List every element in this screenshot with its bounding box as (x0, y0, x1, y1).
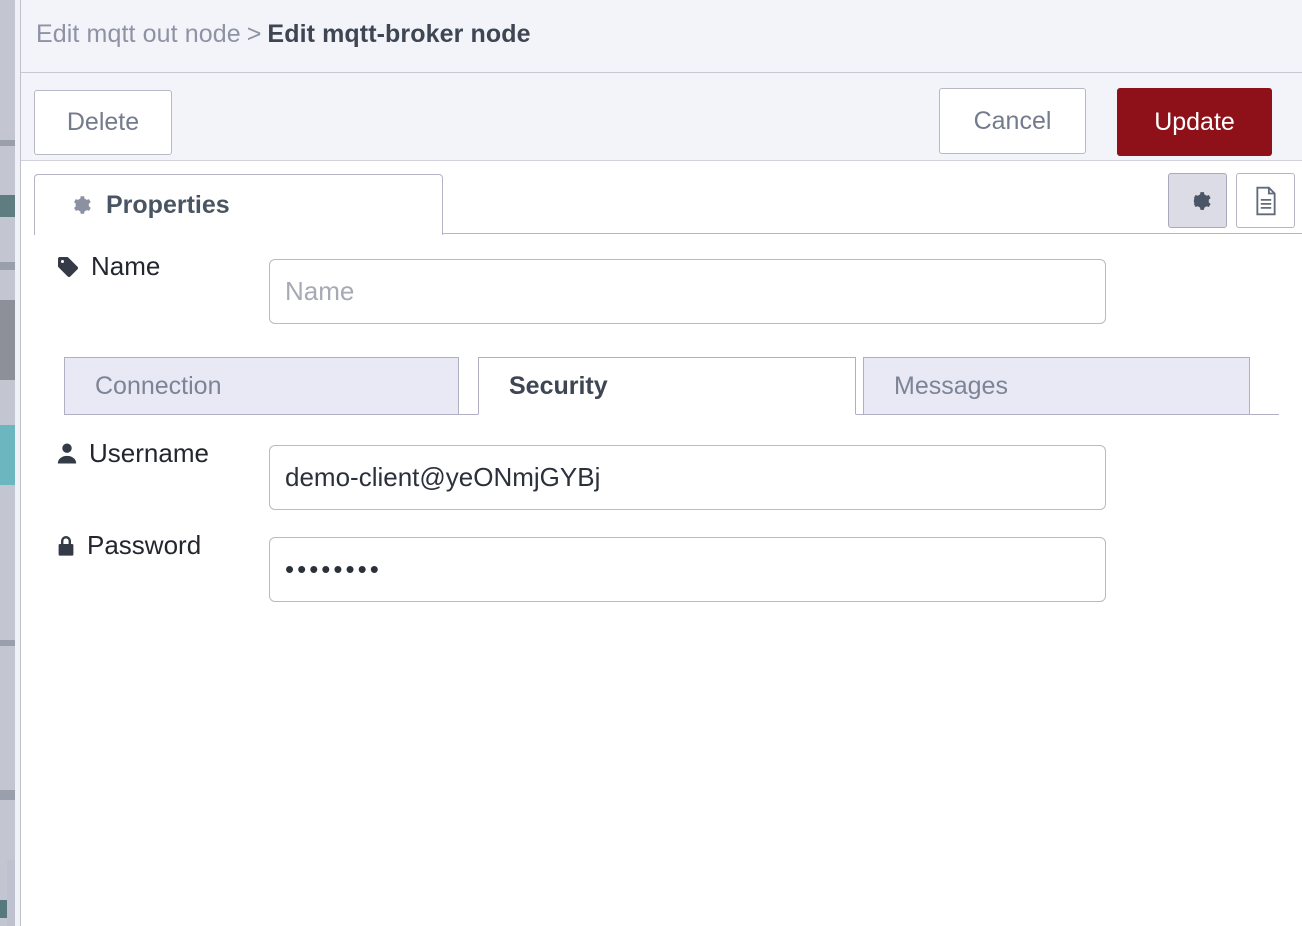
username-label-text: Username (89, 438, 209, 468)
user-icon (56, 442, 78, 466)
edit-dialog-panel: Edit mqtt out node>Edit mqtt-broker node… (20, 0, 1302, 926)
dialog-gutter (15, 0, 20, 926)
password-label: Password (56, 530, 201, 561)
dialog-tabbar: Properties (21, 161, 1302, 235)
password-input[interactable] (269, 537, 1106, 602)
dialog-toolbar: Delete Cancel Update (21, 73, 1302, 161)
tab-properties[interactable]: Properties (34, 174, 443, 235)
username-input[interactable] (269, 445, 1106, 510)
cancel-button[interactable]: Cancel (939, 88, 1086, 154)
tab-properties-label: Properties (106, 190, 230, 219)
name-label: Name (56, 251, 160, 282)
delete-button[interactable]: Delete (34, 90, 172, 155)
breadcrumb-separator: > (246, 20, 262, 48)
name-input[interactable] (269, 259, 1106, 324)
username-label: Username (56, 438, 209, 469)
settings-gear-button[interactable] (1168, 173, 1227, 228)
gear-icon (67, 192, 93, 218)
breadcrumb-current: Edit mqtt-broker node (267, 20, 531, 48)
dialog-body: Name Connection Security Messages (21, 235, 1302, 926)
tag-icon (56, 255, 80, 279)
lock-icon (56, 534, 76, 558)
name-label-text: Name (91, 251, 161, 281)
update-button[interactable]: Update (1117, 88, 1272, 156)
subtab-messages[interactable]: Messages (863, 357, 1250, 415)
tabbar-rule (429, 233, 1302, 234)
security-subtabs: Connection Security Messages (64, 357, 1279, 417)
subtab-security[interactable]: Security (478, 357, 856, 415)
gear-icon (1193, 191, 1211, 210)
description-icon (1255, 186, 1276, 215)
breadcrumb: Edit mqtt out node>Edit mqtt-broker node (36, 20, 531, 49)
editor-scrollbar-thumb[interactable] (7, 860, 15, 926)
password-label-text: Password (87, 530, 202, 560)
editor-canvas-sliver (0, 0, 15, 926)
description-button[interactable] (1236, 173, 1295, 228)
breadcrumb-parent[interactable]: Edit mqtt out node (36, 20, 241, 48)
dialog-header: Edit mqtt out node>Edit mqtt-broker node (21, 0, 1302, 73)
subtab-connection[interactable]: Connection (64, 357, 459, 415)
